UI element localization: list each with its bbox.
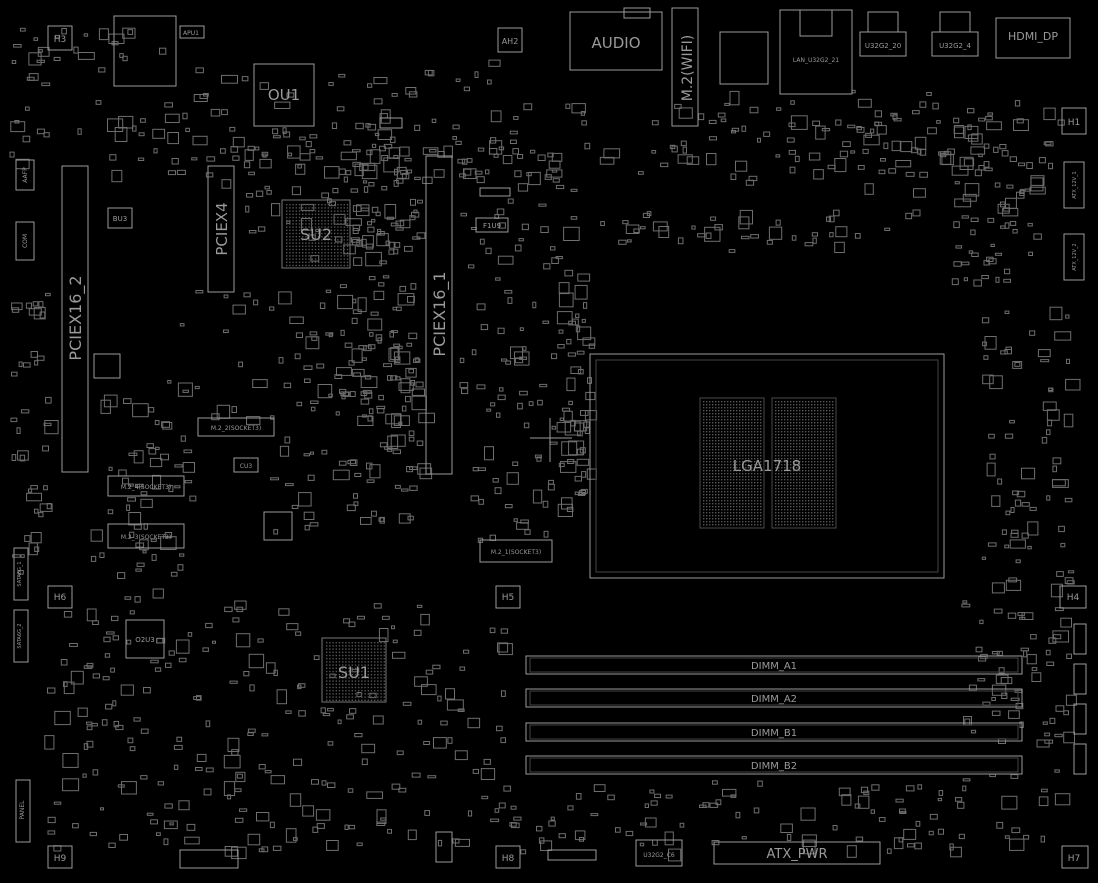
label-hdmidp: HDMI_DP — [1008, 30, 1058, 43]
label-dimm-b1: DIMM_B1 — [751, 728, 797, 739]
chip-bu3 — [107, 207, 133, 229]
m2-2-socket — [197, 417, 275, 437]
audio-jack-outline — [569, 11, 663, 71]
label-h3: H3 — [54, 35, 67, 45]
label-atx12v1: ATX_12V_1 — [1072, 171, 1078, 198]
pciex4-slot — [207, 165, 235, 293]
atx-12v-1 — [1063, 161, 1085, 209]
chip-ou1 — [253, 63, 315, 127]
label-m2-1: M.2_1(SOCKET3) — [491, 549, 541, 556]
label-ah2: AH2 — [502, 37, 519, 46]
label-m2-4: M.2_4(SOCKET3) — [121, 484, 171, 491]
pciex16-1-slot — [425, 155, 453, 475]
dimm-b2-slot — [525, 755, 1023, 775]
chip-su2 — [281, 199, 351, 269]
mount-hole-h3 — [47, 25, 73, 51]
hdmi-dp-port — [995, 17, 1071, 59]
label-h1: H1 — [1068, 118, 1081, 128]
label-h5: H5 — [502, 593, 515, 603]
label-com: COM — [22, 234, 29, 248]
m2-1-socket — [479, 539, 553, 563]
label-panel: PANEL — [19, 800, 26, 820]
label-u32g2-4: U32G2_4 — [939, 42, 971, 50]
mount-hole-h1 — [1061, 107, 1087, 135]
mount-hole-h4 — [1059, 585, 1087, 609]
label-m2-2: M.2_2(SOCKET3) — [211, 425, 261, 432]
m2-3-socket — [107, 523, 185, 549]
label-sata2: SATA6G_2 — [17, 623, 23, 648]
mount-hole-h8 — [495, 845, 521, 869]
label-h7: H7 — [1068, 854, 1081, 864]
label-u32g2-c6: U32G2_C6 — [643, 852, 675, 859]
label-lan: LAN_U32G2_21 — [793, 57, 839, 64]
label-audio: AUDIO — [591, 34, 640, 52]
label-f1u9: F1U9 — [483, 222, 501, 230]
mount-hole-h7 — [1061, 845, 1089, 869]
label-m2wifi: M.2(WIFI) — [680, 35, 696, 102]
dimm-a1-slot — [525, 655, 1023, 675]
mount-hole-h6 — [47, 585, 73, 609]
label-pciex16-2: PCIEX16_2 — [66, 275, 86, 360]
label-lga1718: LGA1718 — [733, 457, 801, 475]
label-aafp: AAFP — [22, 167, 29, 183]
mount-hole-h9 — [47, 845, 73, 869]
pciex16-2-slot — [61, 165, 89, 473]
label-pciex16-1: PCIEX16_1 — [430, 271, 450, 356]
atx-12v-2 — [1063, 233, 1085, 281]
label-h4: H4 — [1067, 593, 1080, 603]
dimm-a2-slot — [525, 688, 1023, 708]
label-dimm-b2: DIMM_B2 — [751, 761, 797, 772]
panel-header — [15, 779, 31, 843]
label-su2: SU2 — [300, 225, 332, 244]
label-u32g2-20: U32G2_20 — [865, 42, 901, 50]
label-o2u3: O2U3 — [135, 636, 155, 644]
chip-cu3 — [233, 457, 259, 473]
mount-hole-h5 — [495, 585, 521, 609]
dimm-b1-slot — [525, 722, 1023, 742]
label-su1: SU1 — [338, 663, 370, 682]
cpu-socket-lga1718 — [589, 353, 945, 579]
chip-o2u3 — [125, 619, 165, 659]
label-h6: H6 — [54, 593, 67, 603]
label-atx-pwr: ATX_PWR — [767, 847, 828, 862]
m2-4-socket — [107, 475, 185, 497]
label-cu3: CU3 — [240, 463, 253, 470]
lan-usb-port — [779, 9, 853, 95]
label-h8: H8 — [502, 854, 515, 864]
label-atx12v2: ATX_12V_2 — [1072, 243, 1078, 270]
label-h9: H9 — [54, 854, 67, 864]
label-m2-3: M.2_3(SOCKET3) — [121, 534, 171, 541]
atx-power-connector — [713, 841, 881, 865]
chip-su1 — [321, 637, 387, 703]
label-dimm-a1: DIMM_A1 — [751, 661, 797, 672]
mount-hole-ah2 — [497, 27, 523, 53]
label-apu1: APU1 — [183, 30, 199, 37]
label-bu3: BU3 — [113, 215, 127, 223]
m2-wifi-slot — [671, 7, 699, 127]
label-ou1: OU1 — [268, 86, 300, 104]
label-dimm-a2: DIMM_A2 — [751, 694, 797, 705]
label-pciex4: PCIEX4 — [213, 202, 231, 255]
label-sata1: SATA6G_1 — [17, 561, 23, 586]
